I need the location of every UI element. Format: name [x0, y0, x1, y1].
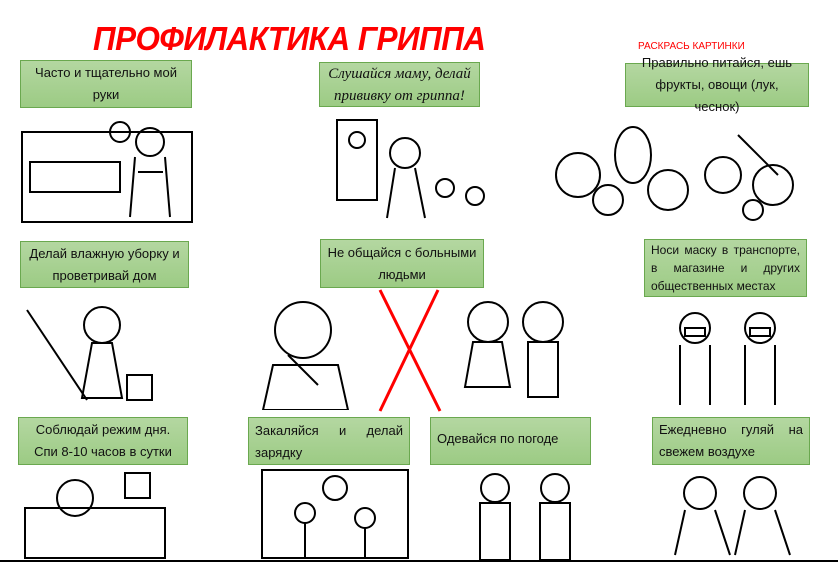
winter-clothes-illustration	[460, 468, 590, 561]
healthy-children-illustration	[448, 292, 578, 407]
handwashing-illustration	[20, 112, 195, 224]
tip-wash-hands: Часто и тщательно мой руки	[20, 60, 192, 108]
sleeping-child-illustration	[15, 468, 175, 560]
tip-wear-mask: Носи маску в транспорте, в магазине и др…	[644, 239, 807, 297]
masked-people-illustration	[650, 303, 810, 408]
fruits-vegetables-illustration	[548, 115, 810, 225]
coloring-hint: РАСКРАСЬ КАРТИНКИ	[638, 41, 745, 52]
tip-daily-routine: Соблюдай режим дня. Спи 8-10 часов в сут…	[18, 417, 188, 465]
tip-vaccination: Слушайся маму, делай прививку от гриппа!	[319, 62, 480, 107]
tip-wet-cleaning: Делай влажную уборку и проветривай дом	[20, 241, 189, 288]
tip-avoid-sick: Не общайся с больными людьми	[320, 239, 484, 288]
tip-dress-for-weather: Одевайся по погоде	[430, 417, 591, 465]
outdoor-walk-illustration	[650, 468, 810, 560]
poster-title: ПРОФИЛАКТИКА ГРИППА	[93, 20, 486, 57]
exercise-illustration	[260, 468, 410, 560]
red-cross-mark	[378, 289, 442, 412]
tip-walk-outside: Ежедневно гуляй на свежем воздухе	[652, 417, 810, 465]
tip-exercise: Закаляйся и делай зарядку	[248, 417, 410, 465]
sick-child-illustration	[248, 295, 368, 411]
tip-eat-healthy: Правильно питайся, ешь фрукты, овощи (лу…	[625, 55, 809, 114]
page-bottom-border	[0, 560, 838, 562]
cleaning-illustration	[22, 295, 167, 407]
vaccination-illustration	[335, 118, 495, 228]
